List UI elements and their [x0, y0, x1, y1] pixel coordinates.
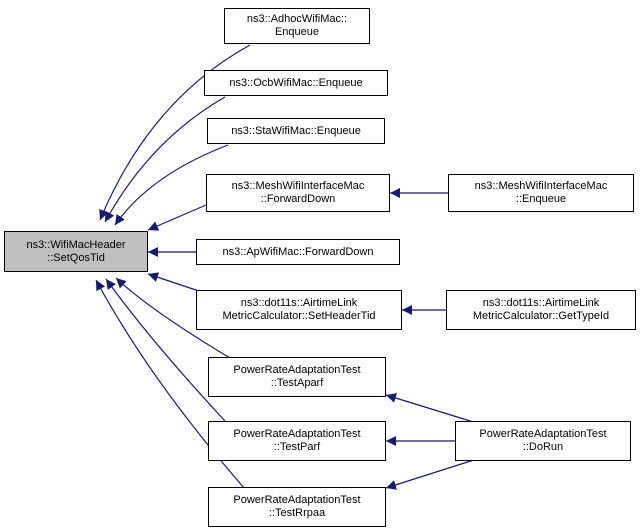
node-adhoc[interactable]: ns3::AdhocWifiMac::Enqueue — [224, 8, 370, 44]
edge-parf-to-root — [105, 278, 226, 422]
node-label-line: ns3::ApWifiMac::ForwardDown — [222, 245, 374, 258]
node-label-line: PowerRateAdaptationTest — [233, 428, 361, 440]
edge-sta-to-root — [114, 144, 229, 226]
edge-meshfwd-to-root — [147, 204, 207, 231]
node-label-line: ns3::MeshWifiInterfaceMac — [474, 180, 608, 192]
node-label-line: ::TestParf — [273, 441, 321, 453]
node-meshfwd[interactable]: ns3::MeshWifiInterfaceMac::ForwardDown — [206, 174, 390, 212]
node-label-line: ns3::dot11s::AirtimeLink — [482, 297, 600, 309]
edge-dorun-to-rrpaa — [385, 457, 481, 490]
node-label-line: ::SetQosTid — [47, 251, 105, 264]
node-label-line: ns3::StaWifiMac::Enqueue — [231, 124, 361, 137]
node-label-line: ::ForwardDown — [260, 193, 336, 205]
node-label-line: ns3::dot11s::AirtimeLink — [240, 297, 358, 309]
edge-rrpaa-to-root — [95, 279, 246, 490]
node-label-line: ns3::MeshWifiInterfaceMac — [231, 180, 365, 192]
node-root: ns3::WifiMacHeader::SetQosTid — [4, 231, 148, 272]
node-aparf[interactable]: PowerRateAdaptationTest::TestAparf — [208, 357, 386, 397]
node-label-line: PowerRateAdaptationTest — [233, 364, 361, 376]
edge-ocb-to-root — [104, 96, 226, 223]
node-dorun[interactable]: PowerRateAdaptationTest::DoRun — [455, 421, 631, 461]
node-ocb[interactable]: ns3::OcbWifiMac::Enqueue — [204, 70, 388, 96]
node-parf[interactable]: PowerRateAdaptationTest::TestParf — [208, 421, 386, 461]
node-label-line: PowerRateAdaptationTest — [479, 428, 607, 440]
node-label-line: ns3::WifiMacHeader — [26, 238, 126, 251]
node-meshenq[interactable]: ns3::MeshWifiInterfaceMac::Enqueue — [448, 174, 634, 212]
node-label-line: ns3::OcbWifiMac::Enqueue — [229, 76, 363, 89]
node-label-line: MetricCalculator::GetTypeId — [472, 310, 610, 322]
node-label-line: PowerRateAdaptationTest — [233, 494, 361, 506]
node-label-line: ::TestRrpaa — [268, 507, 326, 519]
node-label-line: ::DoRun — [522, 441, 564, 453]
node-label-line: ::TestAparf — [270, 377, 324, 389]
node-label-line: ::Enqueue — [515, 193, 567, 205]
edge-aparf-to-root — [115, 277, 231, 359]
edge-airset-to-root — [147, 272, 206, 294]
edge-adhoc-to-root — [99, 44, 251, 221]
node-label-line: Enqueue — [274, 26, 320, 38]
edge-dorun-to-aparf — [385, 393, 481, 425]
node-ap[interactable]: ns3::ApWifiMac::ForwardDown — [196, 239, 400, 265]
node-sta[interactable]: ns3::StaWifiMac::Enqueue — [207, 118, 385, 144]
node-label-line: ns3::AdhocWifiMac:: — [246, 13, 348, 25]
node-label-line: MetricCalculator::SetHeaderTid — [222, 310, 376, 322]
node-rrpaa[interactable]: PowerRateAdaptationTest::TestRrpaa — [208, 487, 386, 527]
